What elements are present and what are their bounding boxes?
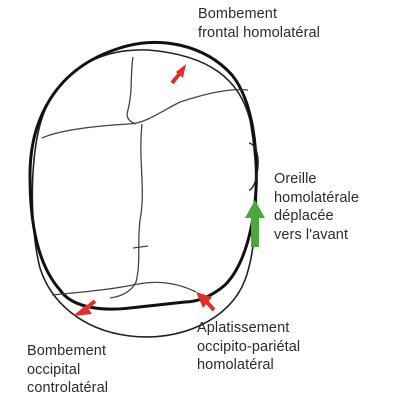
label-line: controlatéral xyxy=(27,379,108,398)
metopic-suture xyxy=(127,57,136,124)
coronal-suture xyxy=(42,90,248,138)
ear-label: Oreille homolatérale déplacée vers l'ava… xyxy=(274,170,359,244)
label-line: occipito-pariétal xyxy=(197,338,300,357)
label-line: homolatérale xyxy=(274,189,359,208)
frontal-bulge-label: Bombement frontal homolatéral xyxy=(198,5,320,42)
label-line: Aplatissement xyxy=(197,319,300,338)
occipital-bulge-label: Bombement occipital controlatéral xyxy=(27,342,108,398)
label-line: frontal homolatéral xyxy=(198,24,320,43)
frontal-bulge-arrow xyxy=(172,64,186,83)
sagittal-suture-tick xyxy=(133,246,148,248)
label-line: occipital xyxy=(27,361,108,380)
label-line: déplacée xyxy=(274,207,359,226)
label-line: homolatéral xyxy=(197,356,300,375)
label-line: Oreille xyxy=(274,170,359,189)
flattening-label: Aplatissement occipito-pariétal homolaté… xyxy=(197,319,300,375)
label-line: Bombement xyxy=(198,5,320,24)
label-line: vers l'avant xyxy=(274,226,359,245)
deformed-skull-outline xyxy=(30,42,256,309)
label-line: Bombement xyxy=(27,342,108,361)
sagittal-suture xyxy=(110,124,142,298)
